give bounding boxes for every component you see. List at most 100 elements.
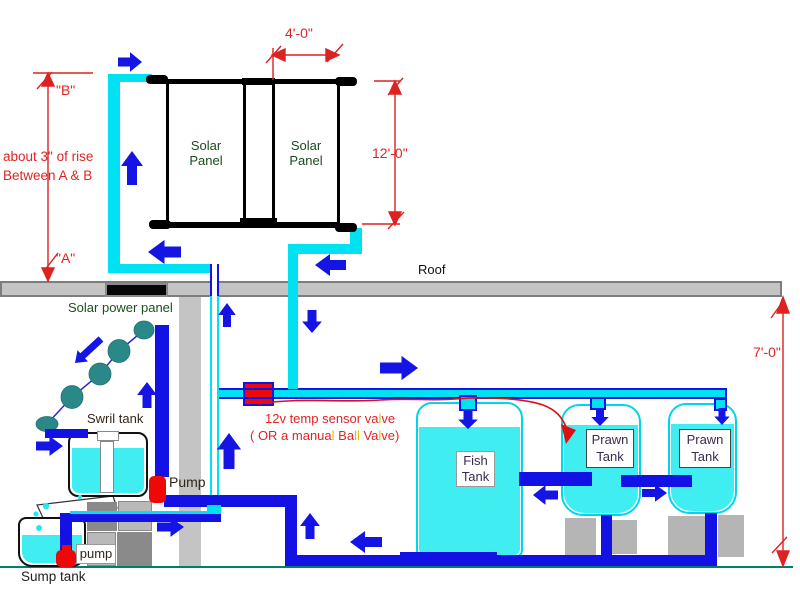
roof-label: Roof	[418, 262, 446, 277]
solar-panel-1-label: Solar	[190, 138, 222, 153]
solar-panel-2-label: Panel	[289, 153, 323, 168]
dimension-roof-height	[770, 295, 791, 568]
bio-ball	[88, 362, 112, 386]
block	[668, 516, 705, 555]
support-column	[179, 297, 201, 566]
upper-pump-label: Pump	[169, 474, 206, 490]
valve-note-line1: 12v temp sensor valve	[265, 411, 396, 427]
sump-pump	[56, 550, 76, 567]
pipe-panel-supply-vertical	[108, 74, 120, 270]
flow-arrow	[148, 239, 181, 265]
pipe-fish-tank-drain	[400, 552, 497, 566]
rise-note-line1: about 3" of rise	[3, 149, 94, 164]
solar-panel-1-label: Panel	[189, 153, 223, 168]
pipe-downcomer-lower	[210, 296, 219, 514]
note-segment: l	[331, 428, 335, 443]
bio-ball	[60, 385, 84, 409]
point-a-label: "A"	[56, 250, 76, 266]
pipe-bottom-main	[285, 555, 717, 566]
sump-tank-label: Sump tank	[21, 569, 86, 584]
note-segment: ve)	[381, 428, 400, 443]
panel-frame-center-top	[242, 78, 275, 85]
fish-tank-drop-connector	[459, 395, 477, 411]
prawn-tank-1-label-box: Prawn Tank	[586, 429, 634, 468]
pipe-downcomer-elbow	[207, 505, 221, 514]
flow-arrow	[350, 531, 382, 553]
solar-power-panel-device	[105, 283, 168, 297]
block	[612, 520, 637, 554]
pipe-swirl-riser	[155, 325, 169, 477]
pipe-fish-to-prawn1	[519, 472, 592, 486]
prawn-tank-2-drop-connector	[714, 398, 727, 411]
temp-sensor-valve	[243, 382, 274, 406]
pipe-sump-feed-horizontal	[64, 513, 221, 522]
sump-pump-cap	[62, 545, 71, 552]
panel-frame-cap	[335, 223, 357, 232]
pipe-panel-outlet-vertical	[350, 228, 362, 249]
prawn-tank-2-label-box: Prawn Tank	[679, 429, 731, 468]
bio-ball	[107, 339, 131, 363]
sump-pump-label-box: pump	[76, 544, 116, 564]
flow-arrow	[302, 310, 322, 333]
ground-line	[0, 566, 793, 568]
solar-power-panel-label: Solar power panel	[68, 300, 173, 315]
flow-arrow	[121, 151, 143, 185]
note-segment: 12v temp sensor va	[265, 411, 379, 426]
flow-arrow	[216, 433, 242, 469]
panel-frame-cap	[335, 77, 357, 86]
valve-pipe-line	[243, 388, 274, 390]
note-segment: l	[378, 428, 382, 443]
pipe-panel-inlet-top	[108, 74, 152, 82]
prawn-tank-2-label: Tank	[691, 448, 719, 464]
flow-arrow	[36, 436, 63, 456]
pipe-prawn2-drain	[705, 513, 717, 562]
flow-arrow	[533, 485, 558, 505]
pipe-prawn1-to-prawn2	[621, 475, 692, 487]
flow-arrow	[300, 513, 320, 539]
pipe-swirl-inlet	[45, 429, 88, 438]
pipe-thin-return-line	[70, 511, 221, 514]
pipe-return-riser	[285, 495, 297, 563]
solar-panel-2-label: Solar	[290, 138, 322, 153]
roof-bar	[0, 281, 782, 297]
prawn-tank-1-drop-connector	[590, 397, 606, 410]
panel-frame-center-bottom	[240, 218, 277, 226]
dim-panel-width-label: 4'-0"	[285, 25, 313, 41]
bio-ball	[133, 320, 155, 340]
flow-arrow	[380, 355, 418, 381]
prawn-tank-1-label: Prawn	[591, 432, 629, 448]
note-segment: Ba	[334, 428, 355, 443]
solar-panel-2: Solar Panel	[272, 81, 340, 225]
swirl-tank-label: Swril tank	[87, 411, 144, 426]
dim-roof-height-label: 7'-0"	[753, 344, 781, 360]
valve-pipe-line	[243, 397, 274, 399]
pipe-panel-outlet-horizontal	[288, 244, 362, 254]
solar-panel-1: Solar Panel	[166, 81, 246, 225]
fish-tank-water	[419, 427, 520, 555]
block	[117, 532, 152, 566]
flow-arrow	[118, 52, 142, 72]
block	[718, 515, 744, 557]
fish-tank-label: Tank	[461, 469, 490, 484]
pipe-hot-drop-vertical	[288, 252, 298, 389]
note-segment: ve	[381, 411, 396, 426]
prawn-tank-2-label: Prawn	[686, 432, 724, 448]
prawn-tank-1-label: Tank	[596, 448, 624, 464]
panel-frame-cap	[149, 220, 171, 229]
pipe-pump-out-horizontal	[164, 495, 297, 507]
flow-arrow	[75, 336, 104, 363]
swirl-standpipe	[100, 441, 114, 493]
valve-note-line2: ( OR a manual Ball Valve)	[250, 428, 400, 444]
dimension-panel-width	[265, 43, 344, 80]
sump-pump-label: pump	[79, 545, 113, 561]
swirl-standpipe	[97, 431, 119, 441]
note-segment: Va	[359, 428, 379, 443]
note-segment: ( OR a manua	[250, 428, 332, 443]
flow-arrow	[315, 254, 346, 276]
pipe-sump-drop	[60, 513, 72, 552]
note-segment: ll	[354, 428, 360, 443]
fish-tank-label: Fish	[463, 452, 488, 468]
pipe-prawn1-drain	[601, 515, 612, 562]
panel-frame-cap	[146, 75, 168, 84]
